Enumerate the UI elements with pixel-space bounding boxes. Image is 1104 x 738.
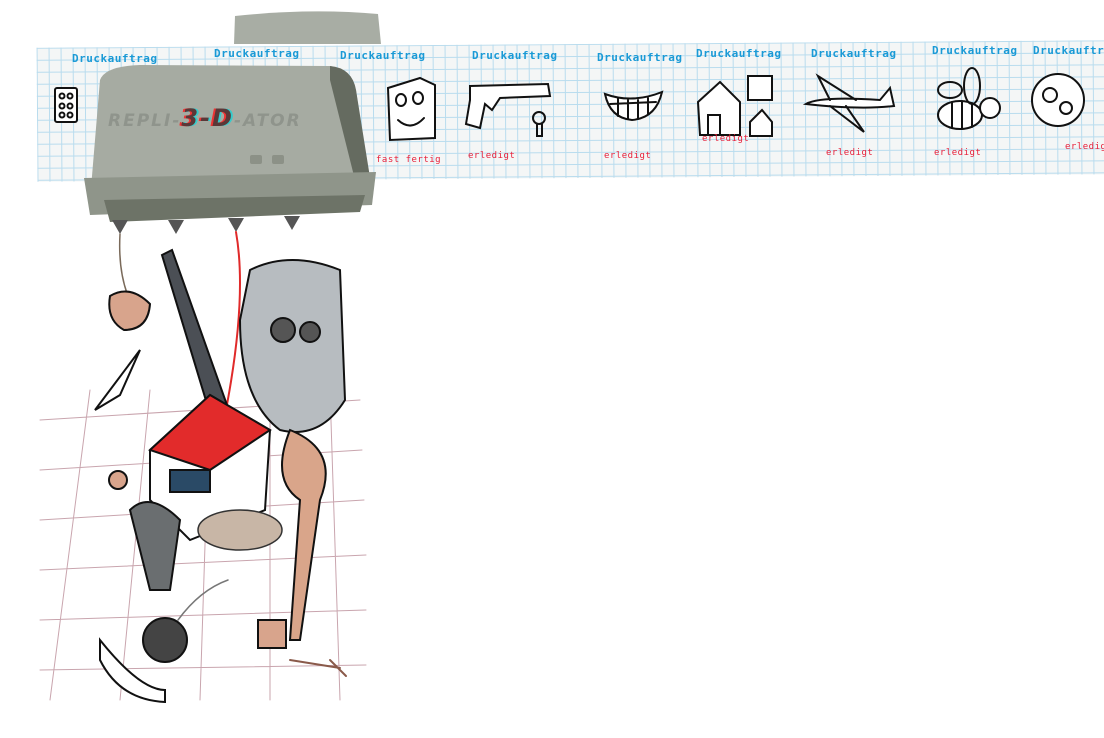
job-status: erledigt: [934, 148, 982, 158]
lego-brick-icon: [54, 87, 78, 123]
pizza-icon: [1031, 73, 1085, 127]
printer-brand-label: REPLI-3-D-ATOR: [108, 104, 302, 132]
job-label: Druckauftrag: [214, 47, 300, 60]
houses-icon: [696, 75, 773, 137]
job-status: erledigt: [702, 134, 750, 144]
job-label: Druckauftrag: [72, 52, 158, 65]
job-label: Druckauftrag: [472, 49, 558, 62]
job-status: erledigt: [826, 148, 874, 158]
dentures-icon: [603, 90, 664, 122]
job-status: erledigt: [468, 151, 516, 161]
job-label: Druckauftrag: [1033, 44, 1104, 57]
printer: [84, 11, 381, 234]
bee-icon: [937, 67, 1001, 130]
job-status: erledigt: [1065, 142, 1104, 152]
paper-bag-face-icon: [386, 76, 436, 142]
job-status: erledigt: [604, 151, 652, 161]
job-label: Druckauftrag: [932, 44, 1018, 57]
job-label: Druckauftrag: [340, 49, 426, 62]
filament: [118, 233, 129, 297]
airplane-icon: [802, 73, 896, 133]
job-label: Druckauftrag: [811, 47, 897, 60]
revolver-icon: [464, 82, 552, 137]
filament-red: [223, 231, 241, 421]
printed-objects-pile: [94, 248, 347, 704]
job-label: Druckauftrag: [696, 47, 782, 60]
job-status: fast fertig: [376, 155, 442, 165]
job-label: Druckauftrag: [597, 51, 683, 64]
